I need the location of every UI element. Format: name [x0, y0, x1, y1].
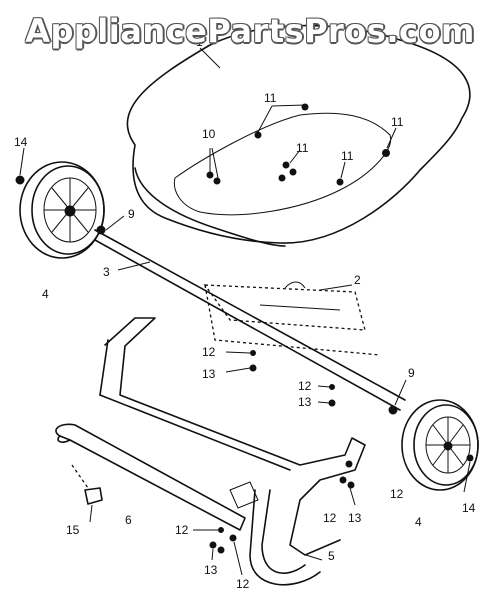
callout-9: 9 — [128, 207, 135, 221]
callout-10: 10 — [202, 127, 216, 141]
part-1-tray — [126, 24, 471, 247]
callout-15: 15 — [66, 523, 80, 537]
callout-9: 9 — [408, 366, 415, 380]
callout-11: 11 — [391, 115, 404, 129]
callout-5: 5 — [328, 549, 335, 563]
part-2-frame — [203, 281, 381, 356]
callout-12: 12 — [236, 577, 250, 591]
callout-13: 13 — [204, 563, 218, 577]
callout-14: 14 — [14, 135, 28, 149]
part-15-grip — [71, 464, 103, 505]
callout-4: 4 — [42, 287, 49, 301]
callout-14: 14 — [462, 501, 476, 515]
callout-4: 4 — [415, 515, 422, 529]
callout-12: 12 — [298, 379, 312, 393]
callout-11: 11 — [264, 91, 277, 105]
callout-13: 13 — [202, 367, 216, 381]
callout-12: 12 — [202, 345, 216, 359]
callout-13: 13 — [348, 511, 362, 525]
callout-13: 13 — [298, 395, 312, 409]
callout-3: 3 — [103, 265, 110, 279]
hardware-fasteners — [15, 103, 474, 554]
callout-12: 12 — [175, 523, 189, 537]
callout-labels: 1 11 11 11 11 10 14 9 3 4 2 12 13 12 13 … — [14, 35, 476, 591]
callout-2: 2 — [354, 273, 361, 287]
part-4-wheel-right — [401, 399, 479, 491]
leader-lines — [19, 47, 471, 576]
part-6-handle-bar — [55, 423, 259, 531]
callout-1: 1 — [196, 35, 203, 49]
part-4-wheel-left — [19, 161, 105, 259]
part-5-handle-frame — [99, 317, 366, 586]
callout-6: 6 — [125, 513, 132, 527]
watermark: AppliancePartsPros.com — [25, 12, 475, 50]
callout-11: 11 — [296, 141, 309, 155]
callout-12: 12 — [390, 487, 404, 501]
callout-12: 12 — [323, 511, 337, 525]
callout-11: 11 — [341, 149, 354, 163]
part-3-axle — [94, 229, 406, 411]
